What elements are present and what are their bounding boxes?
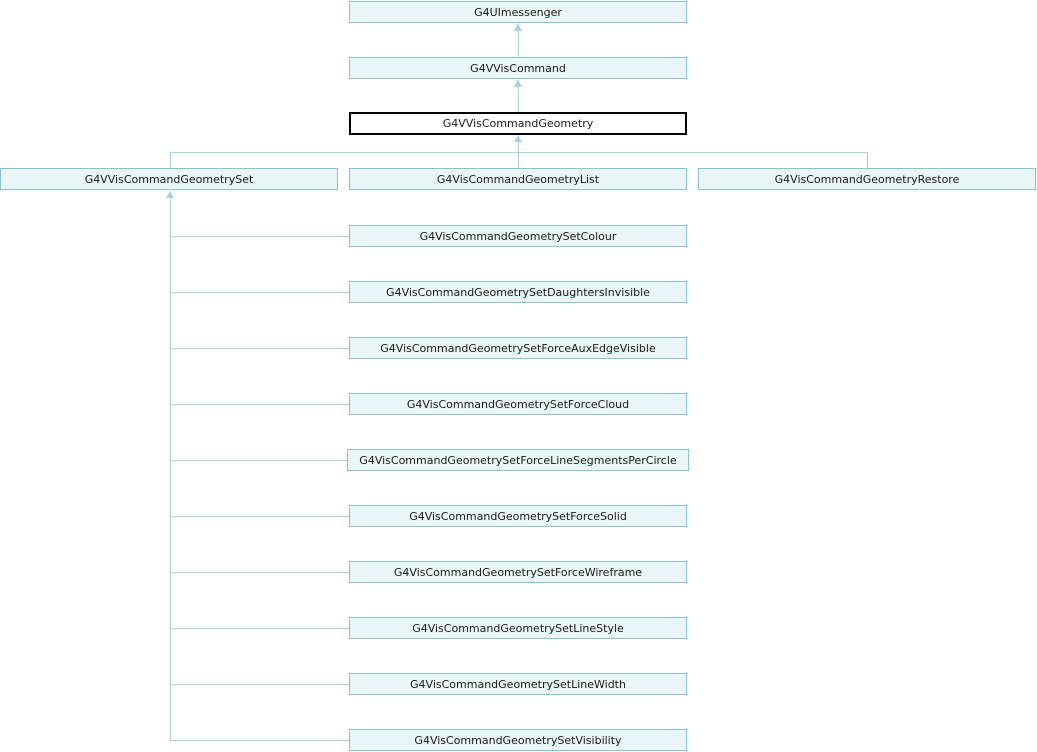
node-g4viscommandgeometrysetvisibility[interactable]: G4VisCommandGeometrySetVisibility <box>349 729 687 751</box>
node-g4vviscommandgeometryset[interactable]: G4VVisCommandGeometrySet <box>0 168 338 190</box>
edge-line <box>867 152 868 168</box>
edge-line <box>170 191 171 740</box>
arrowhead-up-icon <box>514 24 522 31</box>
edge-line <box>518 23 519 57</box>
node-g4viscommandgeometrysetlinewidth[interactable]: G4VisCommandGeometrySetLineWidth <box>349 673 687 695</box>
edge-line <box>170 460 347 461</box>
node-g4viscommandgeometrysetcolour[interactable]: G4VisCommandGeometrySetColour <box>349 225 687 247</box>
edge-line <box>518 79 519 112</box>
node-g4vviscommandgeometry-current: G4VVisCommandGeometry <box>349 112 687 135</box>
edge-line <box>170 292 349 293</box>
edge-line <box>170 628 349 629</box>
node-g4uimessenger[interactable]: G4UImessenger <box>349 1 687 23</box>
node-g4viscommandgeometryrestore[interactable]: G4VisCommandGeometryRestore <box>698 168 1036 190</box>
edge-line <box>170 516 349 517</box>
node-g4viscommandgeometrylist[interactable]: G4VisCommandGeometryList <box>349 168 687 190</box>
edge-line <box>170 348 349 349</box>
edge-line <box>170 404 349 405</box>
edge-line <box>170 740 349 741</box>
arrowhead-up-icon <box>514 135 522 142</box>
edge-line <box>170 572 349 573</box>
node-g4viscommandgeometrysetforcecloud[interactable]: G4VisCommandGeometrySetForceCloud <box>349 393 687 415</box>
edge-line <box>170 236 349 237</box>
edge-line <box>170 152 868 153</box>
edge-line <box>170 684 349 685</box>
node-g4viscommandgeometrysetforcesolid[interactable]: G4VisCommandGeometrySetForceSolid <box>349 505 687 527</box>
node-g4viscommandgeometrysetlinestyle[interactable]: G4VisCommandGeometrySetLineStyle <box>349 617 687 639</box>
node-g4viscommandgeometrysetforcelinesegmentspercircle[interactable]: G4VisCommandGeometrySetForceLineSegments… <box>347 449 689 471</box>
arrowhead-up-icon <box>514 80 522 87</box>
edge-line <box>518 152 519 168</box>
node-g4viscommandgeometrysetdaughtersinvisible[interactable]: G4VisCommandGeometrySetDaughtersInvisibl… <box>349 281 687 303</box>
edge-line <box>518 135 519 152</box>
edge-line <box>170 152 171 168</box>
node-g4viscommandgeometrysetforcewireframe[interactable]: G4VisCommandGeometrySetForceWireframe <box>349 561 687 583</box>
node-g4vviscommand[interactable]: G4VVisCommand <box>349 57 687 79</box>
node-g4viscommandgeometrysetforceauxedgevisible[interactable]: G4VisCommandGeometrySetForceAuxEdgeVisib… <box>349 337 687 359</box>
